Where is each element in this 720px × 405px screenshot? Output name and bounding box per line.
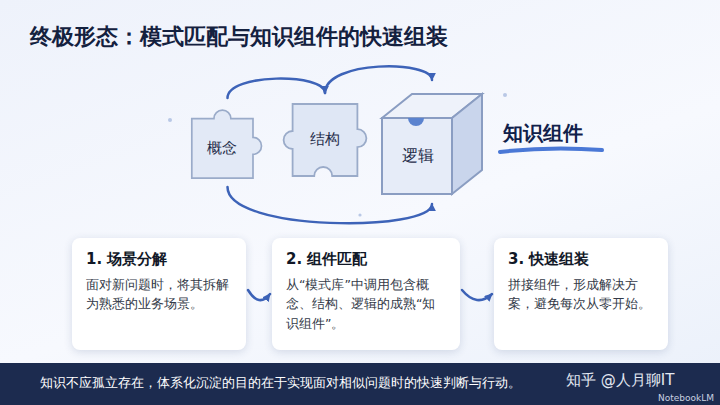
watermark: 知乎 @人月聊IT xyxy=(566,371,674,390)
cube-node: 逻辑 xyxy=(372,82,492,202)
shape-label: 结构 xyxy=(294,106,355,173)
footer-caption: 知识不应孤立存在，体系化沉淀的目的在于实现面对相似问题时的快速判断与行动。 xyxy=(40,374,521,392)
watermark-small: NotebookLM xyxy=(658,393,714,403)
flow-arrow xyxy=(228,79,326,98)
sparkles xyxy=(168,93,507,217)
puzzle-node: 结构 xyxy=(280,95,370,185)
flow-arrow xyxy=(248,290,270,300)
puzzle-node: 概念 xyxy=(185,100,270,185)
footer-band xyxy=(0,363,720,405)
step-card: 3. 快速组装拼接组件，形成解决方案，避免每次从零开始。 xyxy=(494,238,668,350)
card-body: 从“模式库”中调用包含概念、结构、逻辑的成熟“知识组件”。 xyxy=(286,275,446,333)
card-body: 面对新问题时，将其拆解为熟悉的业务场景。 xyxy=(86,275,232,314)
shape-label: 概念 xyxy=(194,120,252,176)
component-label: 知识组件 xyxy=(503,120,583,147)
card-heading: 3. 快速组装 xyxy=(508,250,654,269)
step-card: 1. 场景分解面对新问题时，将其拆解为熟悉的业务场景。 xyxy=(72,238,246,350)
card-heading: 2. 组件匹配 xyxy=(286,250,446,269)
cube-block xyxy=(372,82,492,202)
step-card: 2. 组件匹配从“模式库”中调用包含概念、结构、逻辑的成熟“知识组件”。 xyxy=(272,238,460,350)
shape-label: 逻辑 xyxy=(384,120,451,192)
flow-arrow xyxy=(325,66,432,93)
card-body: 拼接组件，形成解决方案，避免每次从零开始。 xyxy=(508,275,654,314)
card-heading: 1. 场景分解 xyxy=(86,250,232,269)
page-title: 终极形态：模式匹配与知识组件的快速组装 xyxy=(30,22,448,52)
brush-underline xyxy=(500,148,602,152)
flow-arrow xyxy=(462,290,492,300)
